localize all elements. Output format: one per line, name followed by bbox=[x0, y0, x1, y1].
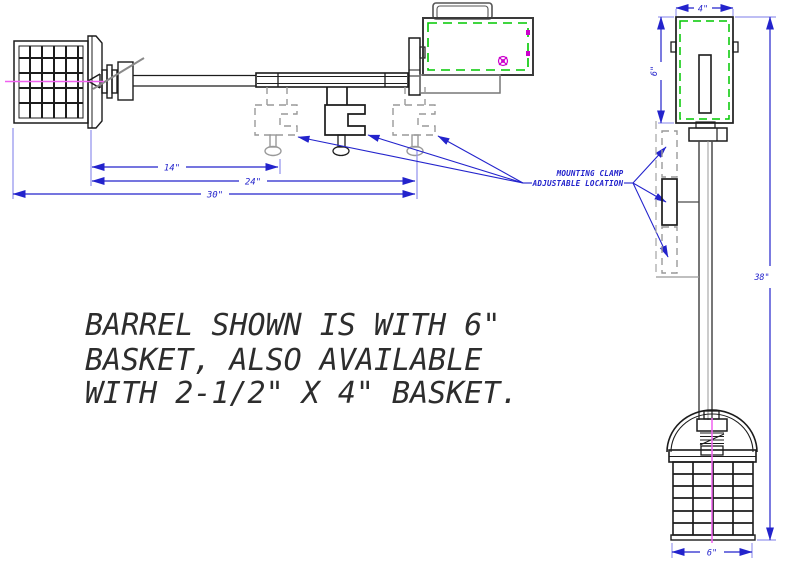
dim-6-top-label: 6" bbox=[650, 66, 660, 76]
note-line3: WITH 2-1/2" X 4" BASKET. bbox=[85, 376, 518, 411]
dimension-overall-height bbox=[735, 16, 776, 541]
housing-front-hidden-outline bbox=[679, 20, 730, 120]
latch-mark bbox=[526, 51, 530, 56]
dimension-basket-width bbox=[671, 543, 753, 558]
mounting-clamp-center bbox=[324, 87, 366, 157]
clamp-position-upper bbox=[661, 130, 678, 178]
housing-front-view bbox=[670, 16, 739, 124]
basket-front-view bbox=[666, 409, 758, 541]
carry-handle bbox=[432, 2, 493, 20]
bolt-symbol bbox=[497, 55, 509, 67]
dim-24-label: 24" bbox=[245, 178, 261, 188]
latch-mark bbox=[526, 30, 530, 35]
extension-lines bbox=[12, 128, 418, 199]
dim-38-label: 38" bbox=[753, 273, 769, 283]
housing-slot bbox=[698, 54, 712, 114]
dim-6-bottom-label: 6" bbox=[707, 549, 717, 559]
pole-assembly bbox=[688, 121, 728, 420]
note-line2: BASKET, ALSO AVAILABLE bbox=[85, 343, 482, 378]
housing-bracket bbox=[419, 74, 501, 94]
mounting-clamp-callout: MOUNTING CLAMP ADJUSTABLE LOCATION bbox=[297, 134, 669, 258]
housing-top-view bbox=[419, 2, 534, 94]
dim-4-label: 4" bbox=[698, 5, 708, 15]
callout-line2: ADJUSTABLE LOCATION bbox=[532, 179, 624, 188]
dimension-housing-height bbox=[657, 16, 674, 124]
dimension-housing-width bbox=[675, 4, 734, 16]
side-view: 14" 24" 30" bbox=[5, 2, 534, 201]
front-view: 4" 6" 38" bbox=[650, 4, 776, 559]
release-lever bbox=[92, 57, 145, 90]
callout-line1: MOUNTING CLAMP bbox=[556, 169, 624, 178]
note-block: BARREL SHOWN IS WITH 6" BASKET, ALSO AVA… bbox=[85, 308, 518, 411]
clamp-position-lower bbox=[661, 226, 678, 274]
clamp-position-current bbox=[661, 178, 678, 226]
housing-hidden-outline bbox=[427, 22, 529, 71]
mounting-clamp-alt-right bbox=[392, 87, 436, 157]
note-line1: BARREL SHOWN IS WITH 6" bbox=[85, 308, 500, 343]
mounting-clamp-alt-left bbox=[254, 87, 298, 157]
dim-14-label: 14" bbox=[164, 164, 180, 174]
support-arm bbox=[133, 72, 409, 88]
dim-30-label: 30" bbox=[206, 191, 223, 201]
pole-clamp-locations bbox=[655, 121, 699, 278]
